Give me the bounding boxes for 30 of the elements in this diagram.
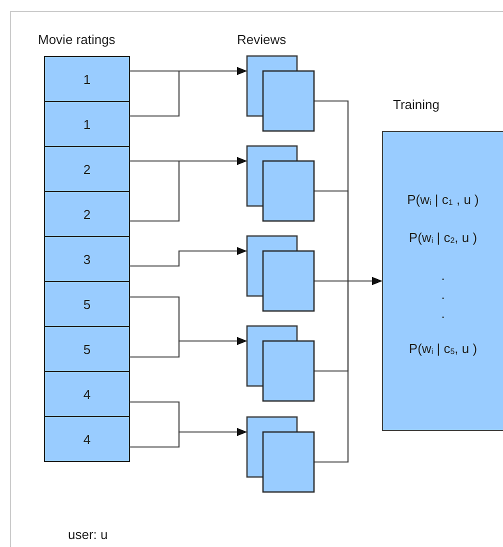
document-stack-icon	[246, 416, 315, 493]
formula-text: .	[440, 268, 446, 283]
column-heading: Reviews	[237, 32, 286, 47]
section-heading: Training	[393, 97, 440, 112]
formula-text: P(w$_{i}$ | c$_{5}$, u )	[408, 341, 478, 356]
formula-text: P(w$_{i}$ | c$_{2}$, u )	[408, 230, 478, 245]
connector-arrow	[129, 428, 247, 448]
document-stack-icon	[246, 55, 315, 132]
connector-arrow	[129, 337, 247, 358]
rating-cell: 5	[44, 281, 130, 327]
rating-cell: 3	[44, 236, 130, 282]
rating-cell: 1	[44, 101, 130, 147]
rating-cell: 5	[44, 326, 130, 372]
note-text: user: u	[68, 527, 108, 542]
column-heading: Movie ratings	[38, 32, 116, 47]
rating-cell: 1	[44, 56, 130, 102]
connector-arrow	[129, 67, 247, 117]
rating-cell: 4	[44, 416, 130, 462]
rating-cell: 2	[44, 146, 130, 192]
connector-arrow	[129, 247, 247, 267]
formula-text: .	[440, 287, 446, 302]
connector-arrow	[314, 277, 382, 463]
document-stack-icon	[246, 235, 315, 312]
connector-arrow	[129, 157, 247, 222]
formula-text: P(w$_{i}$ | c$_{1}$ , u )	[406, 192, 480, 207]
document-stack-icon	[246, 325, 315, 402]
formula-text: .	[440, 306, 446, 321]
rating-cell: 2	[44, 191, 130, 237]
rating-cell: 4	[44, 371, 130, 417]
document-stack-icon	[246, 145, 315, 222]
